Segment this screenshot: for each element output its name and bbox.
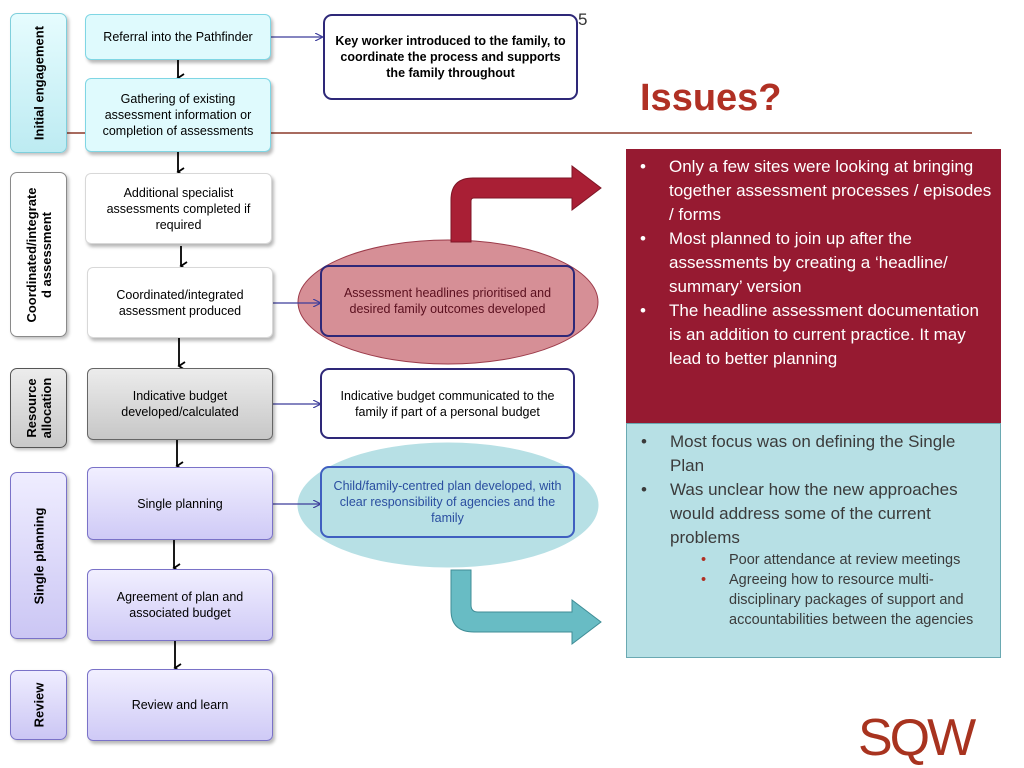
box-single-planning: Single planning (87, 467, 273, 540)
teal-bent-arrow (450, 569, 602, 646)
callout-headlines: Assessment headlines prioritised and des… (320, 265, 575, 337)
issue-item: Most planned to join up after the assess… (636, 227, 993, 299)
sqw-logo: SQW (858, 709, 976, 767)
issue-item: Only a few sites were looking at bringin… (636, 155, 993, 227)
stage-single-planning: Single planning (10, 472, 67, 639)
box-referral: Referral into the Pathfinder (85, 14, 271, 60)
stage-initial-engagement: Initial engagement (10, 13, 67, 153)
issues-red-panel: Only a few sites were looking at bringin… (626, 149, 1001, 423)
issue-item: Was unclear how the new approaches would… (637, 478, 992, 550)
box-gathering: Gathering of existing assessment informa… (85, 78, 271, 152)
callout-child-plan: Child/family-centred plan developed, wit… (320, 466, 575, 538)
red-bent-arrow (450, 164, 602, 243)
stage-coordinated-assessment: Coordinated/integrate d assessment (10, 172, 67, 337)
callout-key-worker: Key worker introduced to the family, to … (323, 14, 578, 100)
issue-subitem: Poor attendance at review meetings (637, 550, 992, 570)
slide-number: 5 (578, 10, 588, 29)
issues-teal-panel: Most focus was on defining the Single Pl… (626, 423, 1001, 658)
issue-subitem: Agreeing how to resource multi-disciplin… (637, 570, 992, 630)
box-indicative-budget: Indicative budget developed/calculated (87, 368, 273, 440)
issue-item: The headline assessment documentation is… (636, 299, 993, 371)
box-agreement-plan: Agreement of plan and associated budget (87, 569, 273, 641)
box-coordinated-assessment: Coordinated/integrated assessment produc… (87, 267, 273, 338)
stage-resource-allocation: Resource allocation (10, 368, 67, 448)
box-additional-assessments: Additional specialist assessments comple… (85, 173, 272, 244)
issue-item: Most focus was on defining the Single Pl… (637, 430, 992, 478)
page-title: Issues? (640, 77, 782, 119)
stage-review: Review (10, 670, 67, 740)
callout-budget-communicated: Indicative budget communicated to the fa… (320, 368, 575, 439)
box-review-learn: Review and learn (87, 669, 273, 741)
